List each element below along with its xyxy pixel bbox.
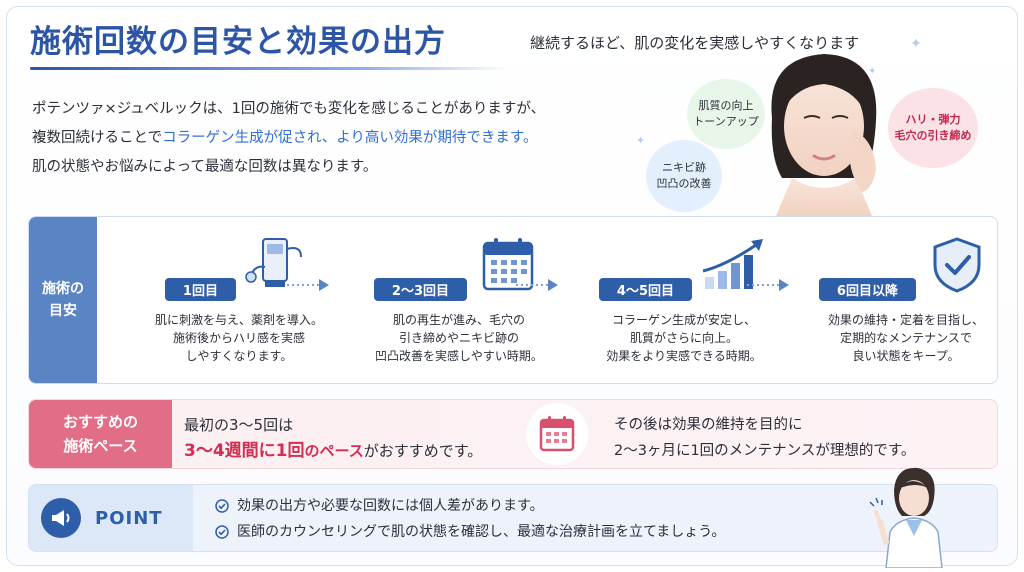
intro-line: ポテンツァ×ジュベルックは、1回の施術でも変化を感じることがありますが、 [32,101,546,117]
intro-text: ポテンツァ×ジュベルックは、1回の施術でも変化を感じることがありますが、 複数回… [32,95,545,182]
pace-tail: がおすすめです。 [363,442,483,460]
sparkle-icon: ✦ [910,36,922,52]
pace-maintenance: その後は効果の維持を目的に 2〜3ヶ月に1回のメンテナンスが理想的です。 [614,412,915,464]
point-side: POINT [29,485,193,551]
step-desc: 効果の維持・定着を目指し、 定期的なメンテナンスで 良い状態をキープ。 [801,311,997,365]
doctor-illustration [869,467,943,568]
check-circle-icon [215,499,229,513]
step-tab: 6回目以降 [818,278,916,301]
arrow-right-icon [287,279,329,291]
side-label-text: おすすめの [62,413,138,431]
shield-check-icon [933,237,981,293]
calendar-icon [482,238,534,291]
side-label-text: 目安 [49,303,77,319]
megaphone-icon [41,498,81,538]
desc-line: 定期的なメンテナンスで [840,331,972,345]
benefit-text: トーンアップ [693,115,759,128]
step-4: 6回目以降 効果の維持・定着を目指し、 定期的なメンテナンスで 良い状態をキープ… [801,227,997,365]
point-list: 効果の出方や必要な回数には個人差があります。 医師のカウンセリングで肌の状態を確… [215,493,725,545]
title-underline [30,67,510,70]
step-desc: 肌の再生が進み、毛穴の 引き締めやニキビ跡の 凹凸改善を実感しやすい時期。 [354,311,564,365]
pace-highlight: のペース [304,442,364,460]
intro-accent: コラーゲン生成が促され、より高い効果が期待できます。 [162,130,538,146]
point-text: 医師のカウンセリングで肌の状態を確認し、最適な治療計画を立てましょう。 [237,524,726,540]
pace-side-label: おすすめの施術ペース [29,400,172,468]
pace-calendar [526,403,588,465]
benefit-text: 凹凸の改善 [656,177,712,190]
benefit-tone-up: 肌質の向上トーンアップ [687,79,765,149]
desc-line: 肌質がさらに向上。 [629,331,738,345]
arrow-right-icon [747,279,789,291]
point-label: POINT [95,507,163,529]
desc-line: コラーゲン生成が安定し、 [611,313,756,327]
pace-initial: 最初の3〜5回は 3〜4週間に1回のペースがおすすめです。 [184,412,482,464]
desc-line: 良い状態をキープ。 [852,349,960,363]
steps-side-label: 施術の目安 [29,217,97,383]
desc-line: 効果をより実感できる時期。 [606,349,762,363]
point-box: POINT 効果の出方や必要な回数には個人差があります。 医師のカウンセリングで… [28,484,998,552]
page-title: 施術回数の目安と効果の出方 [30,24,446,60]
page-subtitle: 継続するほど、肌の変化を実感しやすくなります [530,34,860,52]
pace-line: 2〜3ヶ月に1回のメンテナンスが理想的です。 [614,443,916,459]
side-label-text: 施術の [42,281,84,297]
desc-line: 肌に刺激を与え、薬剤を導入。 [154,313,323,327]
point-text: 効果の出方や必要な回数には個人差があります。 [237,498,544,514]
pace-line: 3〜4週間に1回のペースがおすすめです。 [184,438,482,464]
step-3: 4〜5回目 コラーゲン生成が安定し、 肌質がさらに向上。 効果をより実感できる時… [579,227,789,365]
desc-line: 凹凸改善を実感しやすい時期。 [375,349,543,363]
calendar-icon [539,416,575,452]
list-item: 医師のカウンセリングで肌の状態を確認し、最適な治療計画を立てましょう。 [215,519,725,545]
step-desc: コラーゲン生成が安定し、 肌質がさらに向上。 効果をより実感できる時期。 [579,311,789,365]
desc-line: 施術後からハリ感を実感 [172,331,305,345]
step-tab: 4〜5回目 [598,278,692,301]
intro-line: 複数回続けることでコラーゲン生成が促され、より高い効果が期待できます。 [32,124,545,153]
recommended-pace: おすすめの施術ペース 最初の3〜5回は 3〜4週間に1回のペースがおすすめです。… [28,399,998,469]
sparkle-icon: ✦ [868,66,877,77]
skincare-device-icon [245,238,303,287]
benefit-text: ハリ・弾力 [905,113,961,126]
check-circle-icon [215,525,229,539]
arrow-right-icon [516,279,558,291]
step-tab: 2〜3回目 [373,278,467,301]
step-desc: 肌に刺激を与え、薬剤を導入。 施術後からハリ感を実感 しやすくなります。 [134,311,344,365]
benefit-firmness: ハリ・弾力毛穴の引き締め [888,88,978,168]
pace-line: その後は効果の維持を目的に [614,417,803,433]
benefit-acne-scar: ニキビ跡凹凸の改善 [646,140,722,212]
step-tab: 1回目 [164,278,236,301]
desc-line: 肌の再生が進み、毛穴の [392,313,525,327]
side-label-text: 施術ペース [63,437,138,455]
treatment-steps: 施術の目安 1回目 肌に刺激を与え、薬剤を導入。 施術後からハリ感を実感 しやす… [28,216,998,384]
pace-highlight: 3〜4週間に1回 [184,441,305,461]
desc-line: 引き締めやニキビ跡の [398,331,519,345]
intro-line: 肌の状態やお悩みによって最適な回数は異なります。 [32,159,378,175]
benefit-text: ニキビ跡 [662,161,706,174]
growth-chart-icon [702,239,764,289]
list-item: 効果の出方や必要な回数には個人差があります。 [215,493,725,519]
woman-portrait [771,54,877,216]
sparkle-icon: ✦ [636,134,646,147]
desc-line: しやすくなります。 [185,349,293,363]
pace-line: 最初の3〜5回は [184,416,294,434]
step-1: 1回目 肌に刺激を与え、薬剤を導入。 施術後からハリ感を実感 しやすくなります。 [134,227,344,365]
intro-prefix: 複数回続けることで [32,130,163,146]
benefit-text: 肌質の向上 [698,99,754,112]
benefit-text: 毛穴の引き締め [894,129,972,142]
step-2: 2〜3回目 肌の再生が進み、毛穴の 引き締めやニキビ跡の 凹凸改善を実感しやすい… [354,227,564,365]
desc-line: 効果の維持・定着を目指し、 [827,313,984,327]
